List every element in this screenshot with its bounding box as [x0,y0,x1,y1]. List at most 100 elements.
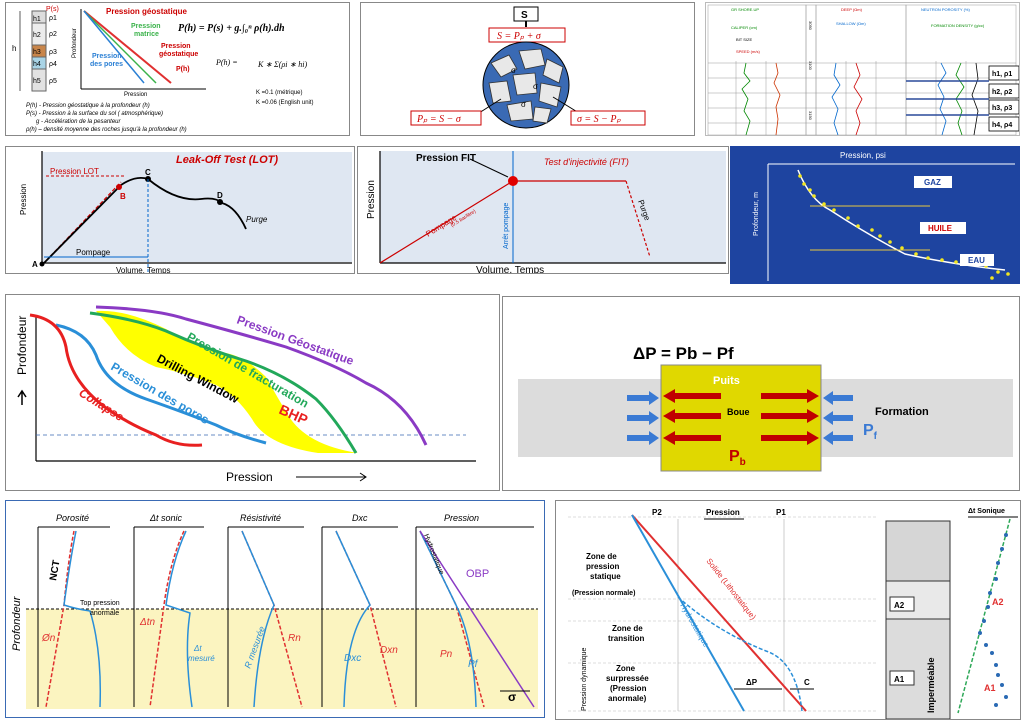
k-english: K =0.06 (English unit) [256,100,314,106]
fit-point [508,176,518,186]
panel-terzaghi: S S = Pₚ + σ σ σ σ Pₚ = S − σ σ = S − Pₚ [360,2,695,136]
layer-label-h1: h1 [33,16,41,23]
dw-xlabel: Pression [226,470,273,484]
on-label: Øn [41,633,56,644]
fit-chart: Pression FIT Test d'injectivité (FIT) Po… [366,151,726,274]
log-grid [707,4,1017,135]
pf-label: Pf [468,659,479,670]
a1-label: A1 [894,675,905,684]
x-arrow-head [359,472,367,482]
hdr-density: FORMATION DENSITY (g/cc) [931,23,985,28]
well-log-diagram: GR SHORE.UP CALIPER (cm) BIT SIZE SPEED … [706,3,1019,135]
dp-equation: ΔP = Pb − Pf [633,344,734,363]
collapse-label: Collapse [76,386,126,425]
gradient-curve [797,169,1006,271]
layer-h3-rho3: h3, ρ3 [992,105,1012,112]
a1-box [889,670,915,686]
panel-fit: Pression FIT Test d'injectivité (FIT) Po… [357,146,729,274]
panel-well-logs: GR SHORE.UP CALIPER (cm) BIT SIZE SPEED … [705,2,1020,136]
plot-area [380,151,726,263]
purge-line [625,180,651,258]
obp-label: OBP [466,568,489,580]
legend-ps: P(s) - Pression à la surface du sol ( at… [26,111,163,117]
point-b [116,184,122,190]
nct-label: NCT [48,559,62,581]
layer-h1-rho1: h1, ρ1 [992,71,1012,78]
rho-1: ρ1 [49,15,57,22]
eq-right-box [570,110,646,126]
label-d: D [217,191,223,200]
delta-p-diagram: ΔP = Pb − Pf Puits Boue Formation Pb Pf [518,344,1013,472]
dt-trend [957,518,1011,714]
drilling-window-fill [96,310,358,453]
point-a [39,261,45,267]
drilling-window-chart: Profondeur Pression Pression Géostatique… [15,305,476,484]
formation-arrows [627,391,853,445]
label-c: C [145,168,151,177]
oil-label: HUILE [928,224,953,233]
lithostatic-line [631,514,807,712]
pression-label: Pression [706,508,740,517]
fluid-gradient-chart: Pression, psi Profondeur, m GAZ HUILE EA… [753,151,1015,281]
gas-box [914,176,952,188]
point-d [217,199,223,205]
tracks-ylabel: Profondeur [11,595,23,651]
track-dxc: Dxc [352,513,368,523]
lithology-top [885,520,951,582]
hdr-deep: DEEP (Ωm) [841,7,863,12]
rho-3: ρ3 [49,49,57,56]
a2-box [889,596,915,612]
ylabel: Profondeur [72,28,78,58]
hdr-neutron: NEUTRON POROSITY (%) [921,7,970,12]
fit-label: Pression FIT [416,153,476,164]
pompage-label: Pompage [76,248,111,257]
water-label: EAU [968,256,985,265]
legend-ph: P(h) - Pression géostatique à la profond… [26,103,150,109]
pore-pressure-curve [677,596,803,712]
pdyn-label: Pression dynamique [581,647,588,711]
hdr-speed: SPEED (m/s) [736,49,760,54]
track-pressure: Pression [444,513,479,523]
eq-left: Pₚ = S − σ [416,114,462,125]
layer-lines [906,80,989,116]
geostatic-curve [95,305,428,446]
pb-label: Pb [729,448,746,468]
hdr-shallow: SHALLOW (Ωm) [836,21,866,26]
log-tracks-chart: Profondeur Porosité Δt sonic Résistivité… [11,513,538,709]
fluid-xlabel: Pression, psi [840,151,886,160]
water-box [960,254,994,266]
panel-leak-off-test: Leak-Off Test (LOT) Pression LOT A B C D… [5,146,355,274]
lot-title: Leak-Off Test (LOT) [176,154,278,166]
s-label: S [521,10,528,21]
track-curves [45,530,535,708]
dxc-label: Dxc [344,653,361,664]
eq-left-box [410,110,482,126]
fit-xlabel: Volume, Temps [476,265,544,274]
geostatic-line [83,10,172,84]
lot-xlabel: Volume, Temps [116,266,171,274]
depth-3100: 3100 [808,61,813,71]
xlabel: Pression [124,92,147,98]
eq-top: S = Pₚ + σ [497,31,542,42]
pressure-points [798,174,1010,280]
top-label: Top pression [80,600,120,607]
depth-3150: 3150 [808,111,813,121]
pore-curve [55,323,267,445]
panel-log-tracks: Profondeur Porosité Δt sonic Résistivité… [5,500,545,718]
boue-label: Boue [727,407,750,417]
layer-label-h5: h5 [33,78,41,85]
fit-pointer [469,158,509,178]
formula2b: K ∗ Σ(ρi ∗ hi) [257,60,307,69]
pompage-line [379,180,514,264]
ps-label: P(s) [46,6,59,13]
rn-label: Rn [288,633,301,644]
sigma-2: σ [533,82,538,91]
formula2: P(h) = [215,58,238,67]
panel-fluid-gradient: Pression, psi Profondeur, m GAZ HUILE EA… [730,146,1020,284]
top-label-2: anormale [90,610,119,617]
